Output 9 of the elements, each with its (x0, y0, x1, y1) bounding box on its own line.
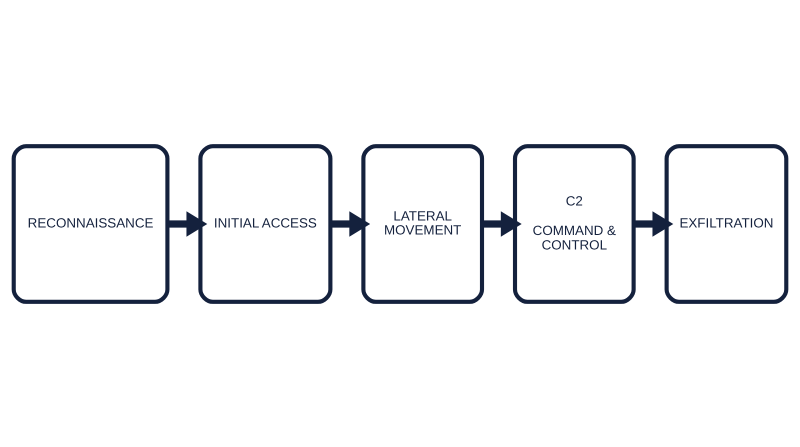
arrow (330, 210, 370, 236)
node-box: RECONNAISSANCE (12, 144, 170, 304)
node-box: EXFILTRATION (664, 144, 788, 304)
arrow (634, 210, 674, 236)
node-box: LATERAL MOVEMENT (361, 144, 484, 304)
node-box: C2 COMMAND & CONTROL (512, 144, 636, 304)
node-box: INITIAL ACCESS (198, 144, 332, 304)
arrow (482, 210, 522, 236)
arrow (168, 210, 208, 236)
